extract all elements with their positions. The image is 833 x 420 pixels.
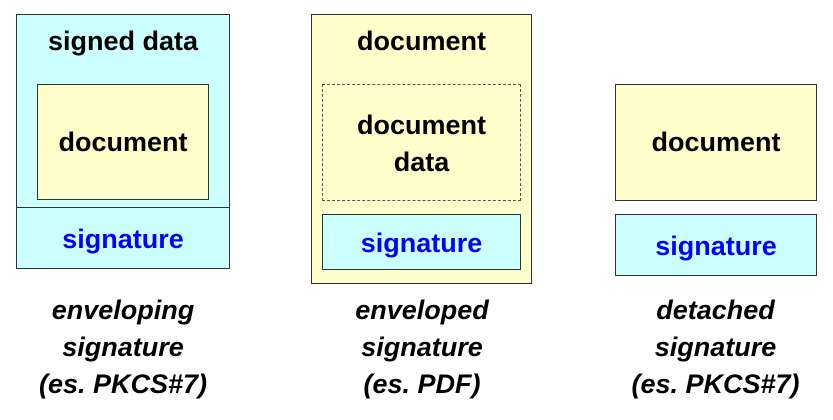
enveloping-document-box: [37, 84, 209, 200]
detached-caption-line3: (es. PKCS#7): [631, 369, 800, 399]
enveloped-caption-line3: (es. PDF): [363, 369, 481, 399]
detached-caption-line2: signature: [654, 332, 777, 362]
enveloping-caption-line2: signature: [62, 332, 184, 362]
enveloped-document-label: document: [356, 26, 486, 56]
enveloped-data-label-line2: data: [393, 147, 450, 177]
enveloped-caption-line2: signature: [361, 332, 483, 362]
enveloping-caption: enveloping signature (es. PKCS#7): [0, 292, 246, 403]
detached-caption: detached signature (es. PKCS#7): [598, 292, 833, 403]
detached-signature-box: [615, 214, 817, 276]
enveloping-signature-label: signature: [62, 224, 184, 254]
enveloping-caption-line3: (es. PKCS#7): [38, 369, 208, 399]
detached-document-label: document: [651, 127, 781, 157]
enveloped-signature-label: signature: [360, 228, 483, 258]
enveloping-divider: [16, 207, 230, 208]
enveloped-document-data-box: [322, 84, 521, 201]
enveloped-caption-line1: enveloped: [355, 295, 489, 325]
detached-document-box: [615, 84, 817, 201]
enveloped-signature-box: [322, 214, 521, 270]
enveloping-signed-data-label: signed data: [47, 26, 199, 56]
enveloped-caption: enveloped signature (es. PDF): [300, 292, 544, 403]
detached-caption-line1: detached: [656, 295, 775, 325]
detached-signature-label: signature: [655, 231, 777, 261]
enveloped-data-label-line1: document: [356, 110, 486, 140]
enveloping-document-label: document: [58, 127, 188, 157]
enveloping-caption-line1: enveloping: [51, 295, 195, 325]
